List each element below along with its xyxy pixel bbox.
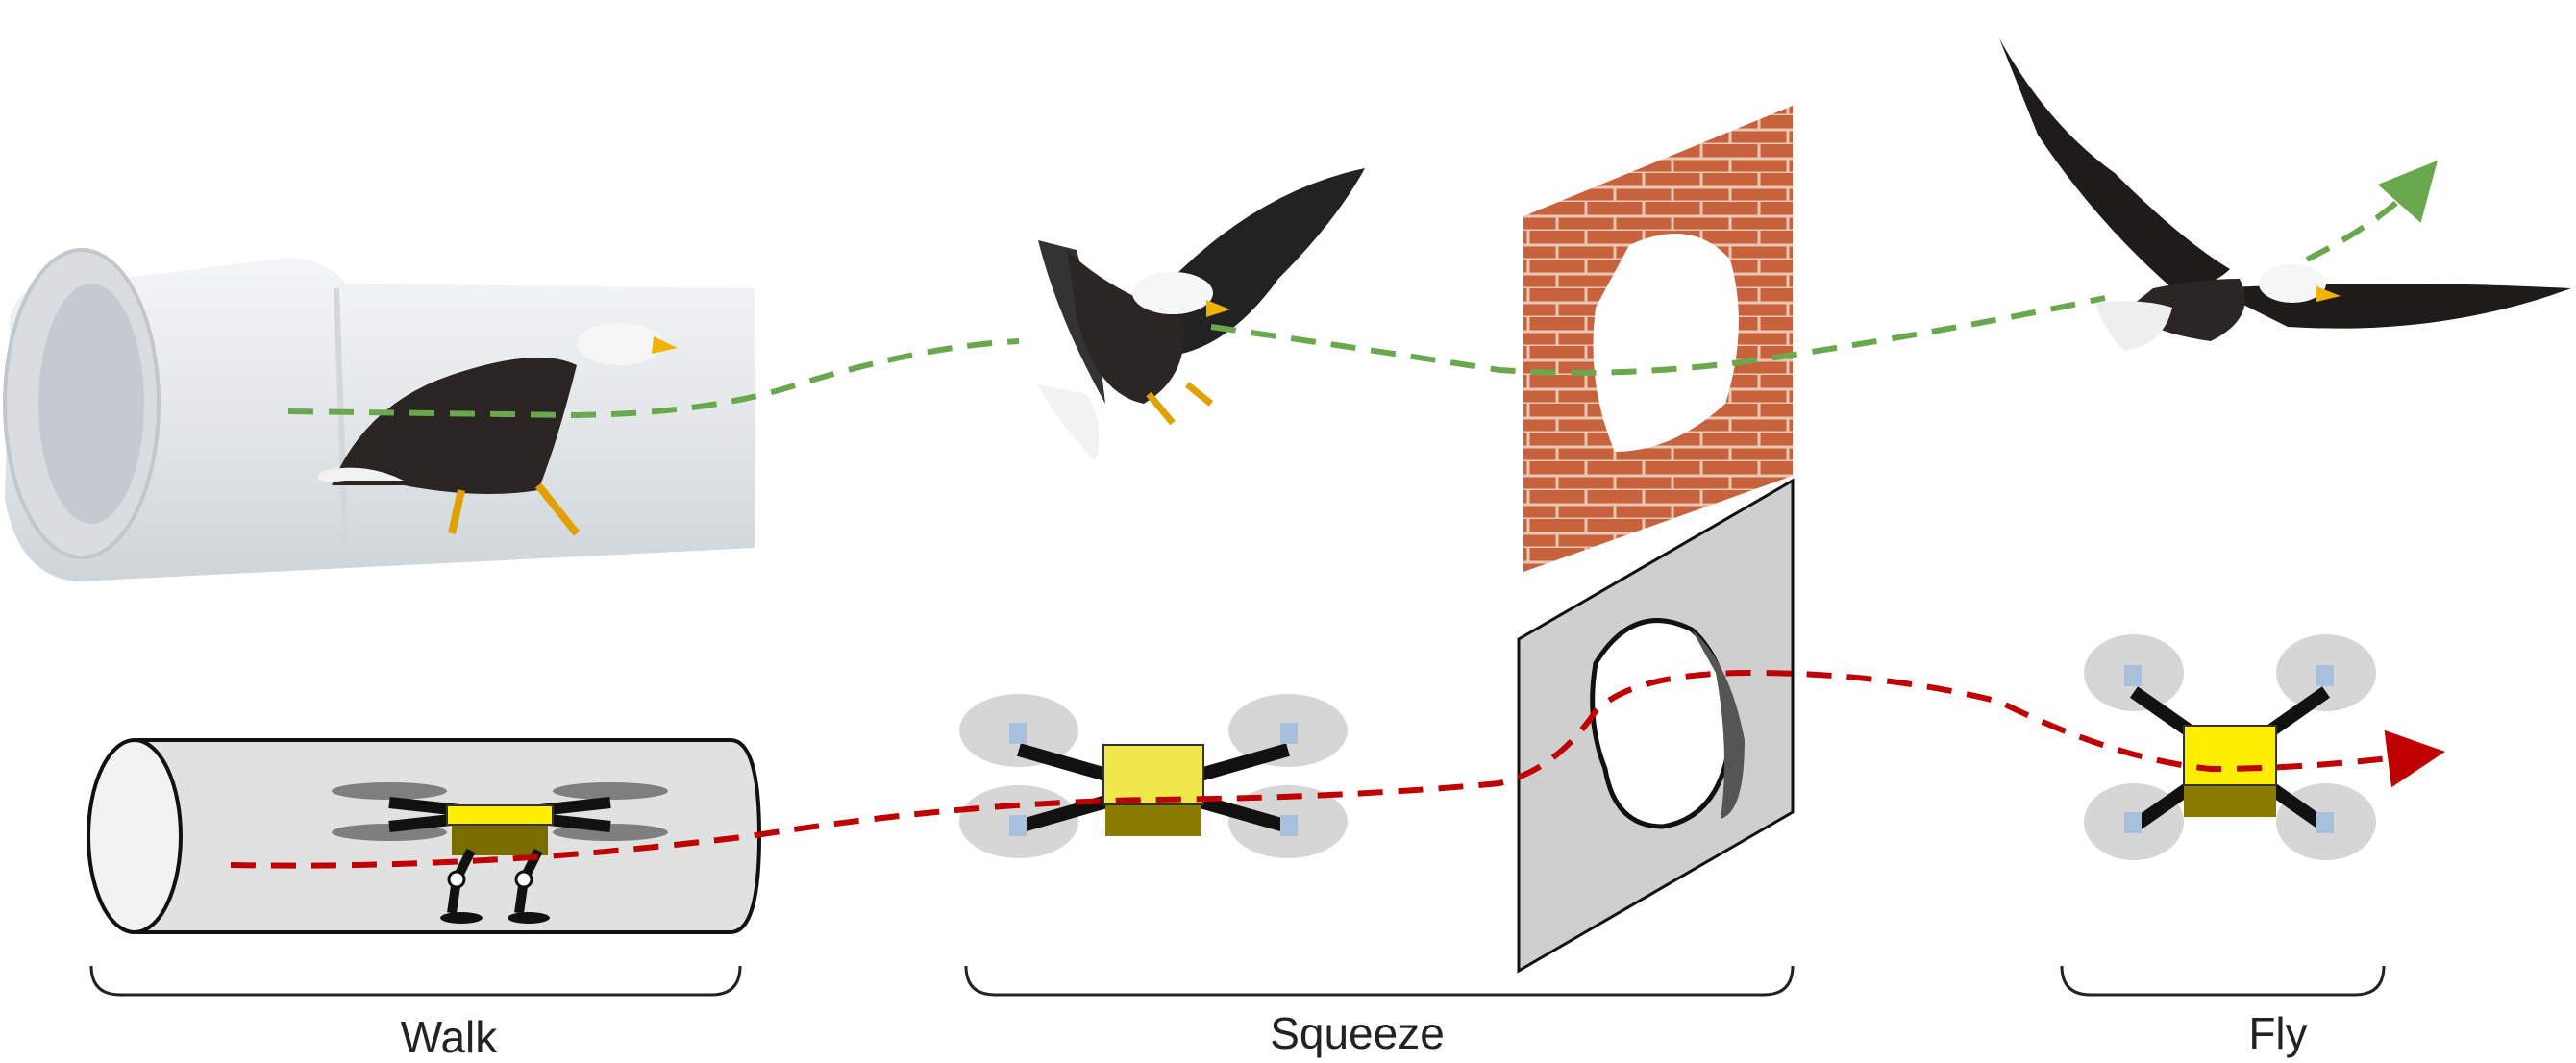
fly-label: Fly — [2248, 1008, 2308, 1058]
squeeze-brace — [964, 965, 1795, 997]
wall-panel-hole-icon — [1517, 478, 1795, 974]
eagle-trajectory — [287, 178, 2422, 419]
fly-brace — [2060, 965, 2386, 997]
eagle-flying-icon — [1999, 38, 2571, 351]
eagle-walking-icon — [317, 323, 678, 536]
brick-wall-hole-icon — [1523, 106, 1793, 572]
fly-drone-icon — [2084, 634, 2376, 860]
concrete-pipe-icon — [3, 248, 755, 581]
legged-drone-icon — [332, 782, 668, 924]
walk-brace — [89, 965, 742, 997]
squeeze-drone-icon — [959, 694, 1348, 858]
walk-label: Walk — [400, 1012, 498, 1062]
eagle-landing-icon — [1038, 168, 1365, 461]
squeeze-label: Squeeze — [1270, 1008, 1445, 1058]
